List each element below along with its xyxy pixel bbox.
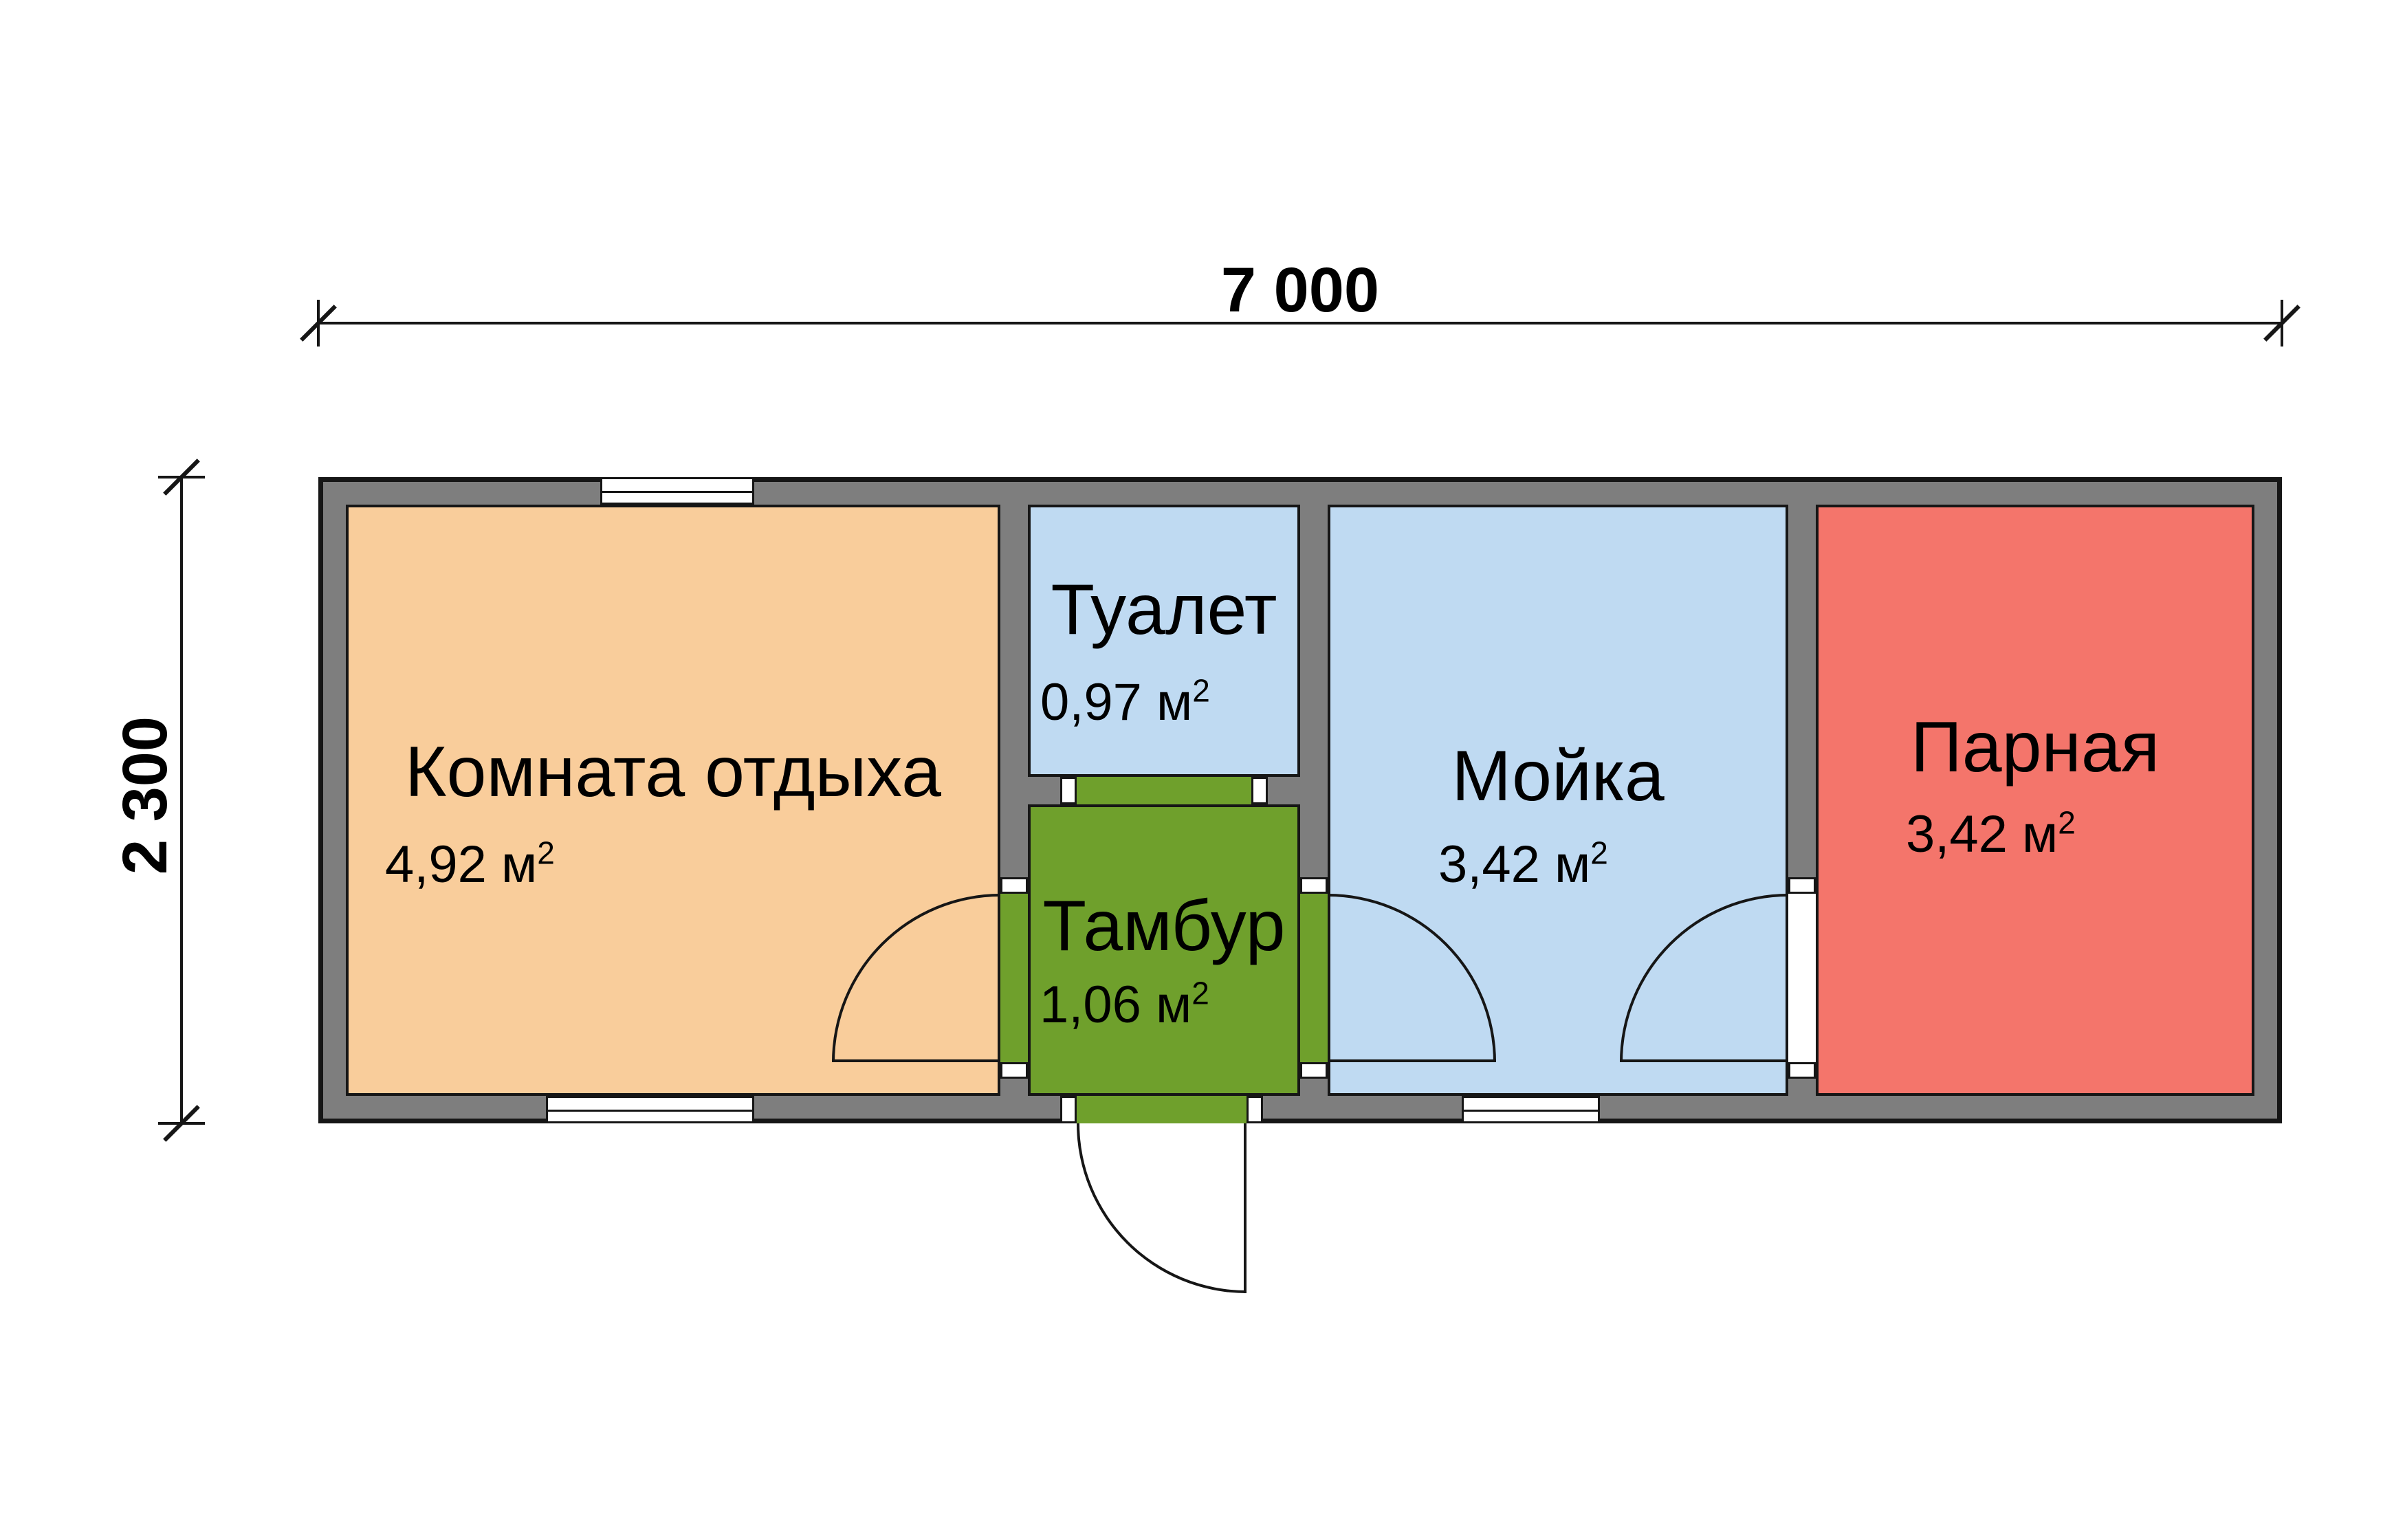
door-jamb [1788, 1062, 1816, 1079]
room-rest-area-value: 4,92 м [385, 835, 538, 894]
window-bottom-right [1462, 1096, 1600, 1123]
window-bottom-left [546, 1096, 754, 1123]
room-tambour-area: 1,06 м2 [1040, 976, 1209, 1034]
door-leaf-entrance [1244, 1123, 1247, 1293]
dimension-line-top [318, 322, 2282, 324]
door-opening-entrance [1077, 1096, 1247, 1123]
door-leaf-moyka-left [1328, 1059, 1496, 1062]
door-jamb [1300, 877, 1328, 894]
room-rest-area-sup: 2 [537, 835, 555, 871]
room-parnaya [1816, 505, 2254, 1096]
room-rest-label: Комната отдыха [405, 732, 941, 812]
room-tambour-area-sup: 2 [1191, 975, 1209, 1011]
door-opening-rest [1000, 894, 1028, 1062]
dimension-width-label: 7 000 [1220, 255, 1380, 325]
dimension-height-text: 2 300 [110, 716, 181, 875]
door-jamb [1060, 1096, 1077, 1123]
room-moyka-area: 3,42 м2 [1438, 836, 1608, 894]
door-jamb [1000, 877, 1028, 894]
door-opening-toilet [1077, 777, 1251, 804]
dimension-line-left [180, 477, 183, 1123]
door-leaf-moyka-right [1620, 1059, 1788, 1062]
room-toilet-area: 0,97 м2 [1040, 674, 1210, 732]
window-pane-line [602, 491, 752, 493]
door-jamb [1247, 1096, 1263, 1123]
room-rest-area: 4,92 м2 [385, 836, 555, 894]
room-tambour-label: Тамбур [1042, 886, 1286, 966]
room-tambour-area-value: 1,06 м [1040, 976, 1192, 1034]
door-opening-parnaya [1788, 894, 1816, 1062]
door-opening-moyka [1300, 894, 1328, 1062]
door-jamb [1788, 877, 1816, 894]
room-toilet-area-value: 0,97 м [1040, 673, 1193, 732]
door-jamb [1060, 777, 1077, 804]
door-jamb [1251, 777, 1268, 804]
door-jamb [1300, 1062, 1328, 1079]
room-moyka-label: Мойка [1451, 736, 1665, 816]
room-parnaya-label: Парная [1910, 707, 2160, 787]
room-moyka-area-value: 3,42 м [1438, 835, 1591, 894]
room-parnaya-area-value: 3,42 м [1906, 805, 2058, 864]
window-top [600, 477, 754, 505]
window-pane-line [1464, 1110, 1598, 1112]
room-parnaya-area-sup: 2 [2058, 804, 2076, 841]
door-leaf-rest [832, 1059, 1000, 1062]
room-tambour [1028, 804, 1300, 1096]
room-parnaya-area: 3,42 м2 [1906, 806, 2076, 864]
room-moyka-area-sup: 2 [1590, 835, 1608, 871]
window-pane-line [548, 1110, 752, 1112]
room-toilet-area-sup: 2 [1192, 672, 1210, 709]
door-jamb [1000, 1062, 1028, 1079]
door-swing-arc-entrance [1077, 1123, 1247, 1293]
dimension-height-label: 2 300 [108, 589, 184, 1002]
room-toilet-label: Туалет [1051, 570, 1277, 650]
room-toilet [1028, 505, 1300, 777]
